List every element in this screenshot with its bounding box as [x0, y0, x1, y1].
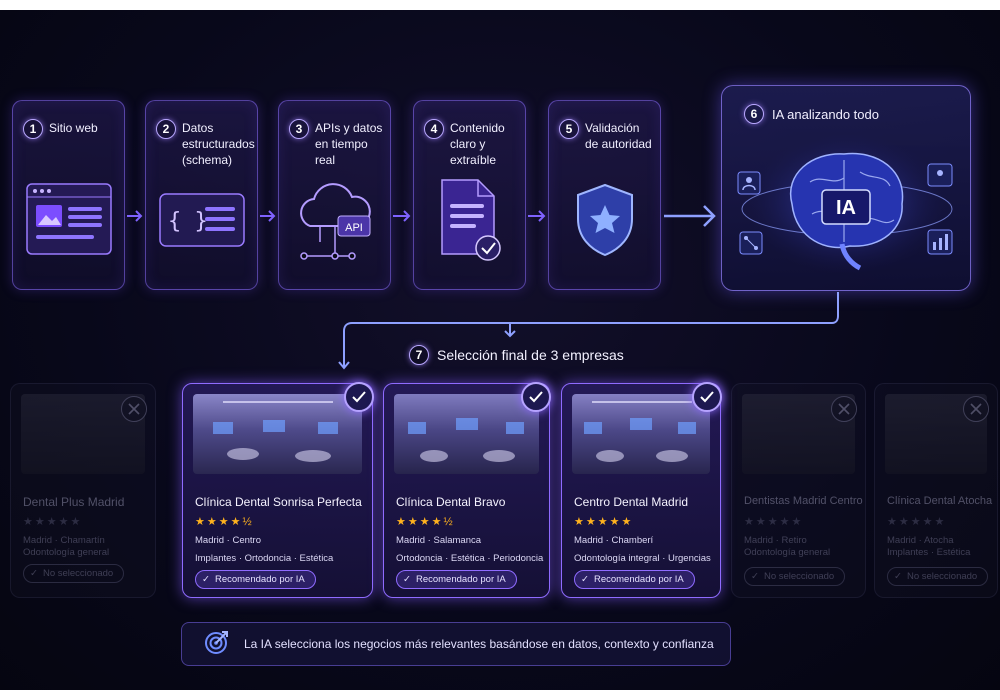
company-services: Odontología general — [23, 547, 110, 558]
svg-text:{ }: { } — [168, 209, 208, 234]
star-rating: ★★★★★ — [23, 516, 83, 528]
company-location: Madrid · Salamanca — [396, 535, 482, 546]
company-card-atocha: Clínica Dental Atocha ★★★★★ Madrid · Ato… — [874, 383, 998, 598]
star-rating: ★★★★★ — [574, 516, 634, 528]
footer-text: La IA selecciona los negocios más releva… — [244, 637, 714, 651]
star-rating: ★★★★★ — [744, 516, 804, 528]
company-services: Implantes · Ortodoncia · Estética — [195, 553, 334, 564]
company-card-sonrisa-perfecta: Clínica Dental Sonrisa Perfecta ★★★★½ Ma… — [182, 382, 374, 598]
company-services: Odontología integral · Urgencias — [574, 553, 711, 564]
step-number: 7 — [409, 345, 429, 365]
document-check-icon — [414, 171, 525, 271]
check-mark-icon — [521, 382, 551, 412]
step-title: Sitio web — [49, 121, 98, 135]
step-number: 6 — [744, 104, 764, 124]
step-number: 4 — [424, 119, 444, 139]
company-location: Madrid · Centro — [195, 535, 261, 546]
company-name: Dental Plus Madrid — [23, 495, 125, 509]
step-title: APIs y datos en tiempo real — [315, 121, 383, 167]
company-services: Odontología general — [744, 547, 831, 558]
step-card-website: 1 Sitio web — [12, 100, 125, 290]
clinic-photo — [394, 394, 539, 474]
star-rating: ★★★★★ — [887, 516, 947, 528]
step-title: IA analizando todo — [772, 106, 879, 122]
status-badge: ✓ No seleccionado — [744, 567, 846, 586]
close-icon — [963, 396, 989, 422]
selection-heading: 7 Selección final de 3 empresas — [409, 345, 624, 365]
code-braces-icon: { } — [146, 171, 257, 271]
selection-title: Selección final de 3 empresas — [437, 347, 624, 363]
check-mark-icon — [692, 382, 722, 412]
step-number: 2 — [156, 119, 176, 139]
status-label: No seleccionado — [906, 571, 978, 582]
close-icon — [831, 396, 857, 422]
company-card-bravo: Clínica Dental Bravo ★★★★½ Madrid · Sala… — [383, 382, 551, 598]
status-badge: ✓ No seleccionado — [23, 564, 125, 583]
company-name: Clínica Dental Sonrisa Perfecta — [195, 495, 362, 509]
footer-summary: La IA selecciona los negocios más releva… — [181, 622, 731, 666]
check-circle-icon: ✓ — [581, 574, 589, 585]
cloud-api-icon: API — [279, 171, 390, 271]
company-services: Ortodoncia · Estética · Periodoncia — [396, 553, 544, 564]
top-border — [0, 0, 1000, 10]
status-badge: ✓ Recomendado por IA — [396, 570, 517, 589]
company-location: Madrid · Chamartín — [23, 535, 105, 546]
status-badge: ✓ Recomendado por IA — [574, 570, 695, 589]
clinic-photo — [193, 394, 362, 474]
star-rating: ★★★★½ — [396, 516, 455, 528]
step-title: Validación de autoridad — [585, 121, 652, 151]
company-name: Centro Dental Madrid — [574, 495, 689, 509]
status-label: No seleccionado — [763, 571, 835, 582]
api-label: API — [345, 222, 363, 234]
target-icon — [204, 629, 230, 660]
step-card-schema: 2 Datos estructurados (schema) { } — [145, 100, 258, 290]
step-title: Contenido claro y extraíble — [450, 121, 505, 167]
company-name: Clínica Dental Atocha — [887, 495, 993, 507]
company-card-dentistas-madrid-centro: Dentistas Madrid Centro ★★★★★ Madrid · R… — [731, 383, 866, 598]
company-location: Madrid · Atocha — [887, 535, 954, 546]
step-card-apis: 3 APIs y datos en tiempo real API — [278, 100, 391, 290]
star-rating: ★★★★½ — [195, 516, 254, 528]
step-number: 5 — [559, 119, 579, 139]
status-label: Recomendado por IA — [593, 574, 684, 585]
check-circle-icon: ✓ — [30, 568, 38, 579]
status-badge: ✓ No seleccionado — [887, 567, 989, 586]
status-label: Recomendado por IA — [415, 574, 506, 585]
step-card-ai-analysis: 6 IA analizando todo IA — [721, 85, 971, 291]
company-services: Implantes · Estética — [887, 547, 971, 558]
company-location: Madrid · Retiro — [744, 535, 807, 546]
bottom-border — [0, 690, 1000, 700]
step-card-authority: 5 Validación de autoridad — [548, 100, 661, 290]
company-name: Dentistas Madrid Centro — [744, 495, 863, 507]
brain-icon: IA — [732, 124, 962, 286]
status-label: Recomendado por IA — [214, 574, 305, 585]
step-title: Datos estructurados (schema) — [182, 121, 255, 167]
ai-chip-label: IA — [836, 197, 856, 219]
company-card-centro-dental-madrid: Centro Dental Madrid ★★★★★ Madrid · Cham… — [561, 382, 722, 598]
status-badge: ✓ Recomendado por IA — [195, 570, 316, 589]
step-card-content: 4 Contenido claro y extraíble — [413, 100, 526, 290]
status-label: No seleccionado — [42, 568, 114, 579]
company-name: Clínica Dental Bravo — [396, 495, 506, 509]
shield-star-icon — [549, 171, 660, 271]
clinic-photo — [572, 394, 710, 474]
step-number: 3 — [289, 119, 309, 139]
close-icon — [121, 396, 147, 422]
check-mark-icon — [344, 382, 374, 412]
check-circle-icon: ✓ — [403, 574, 411, 585]
company-card-dental-plus-madrid: Dental Plus Madrid ★★★★★ Madrid · Chamar… — [10, 383, 156, 598]
company-location: Madrid · Chamberí — [574, 535, 654, 546]
check-circle-icon: ✓ — [894, 571, 902, 582]
check-circle-icon: ✓ — [751, 571, 759, 582]
website-icon — [13, 171, 124, 271]
step-number: 1 — [23, 119, 43, 139]
check-circle-icon: ✓ — [202, 574, 210, 585]
